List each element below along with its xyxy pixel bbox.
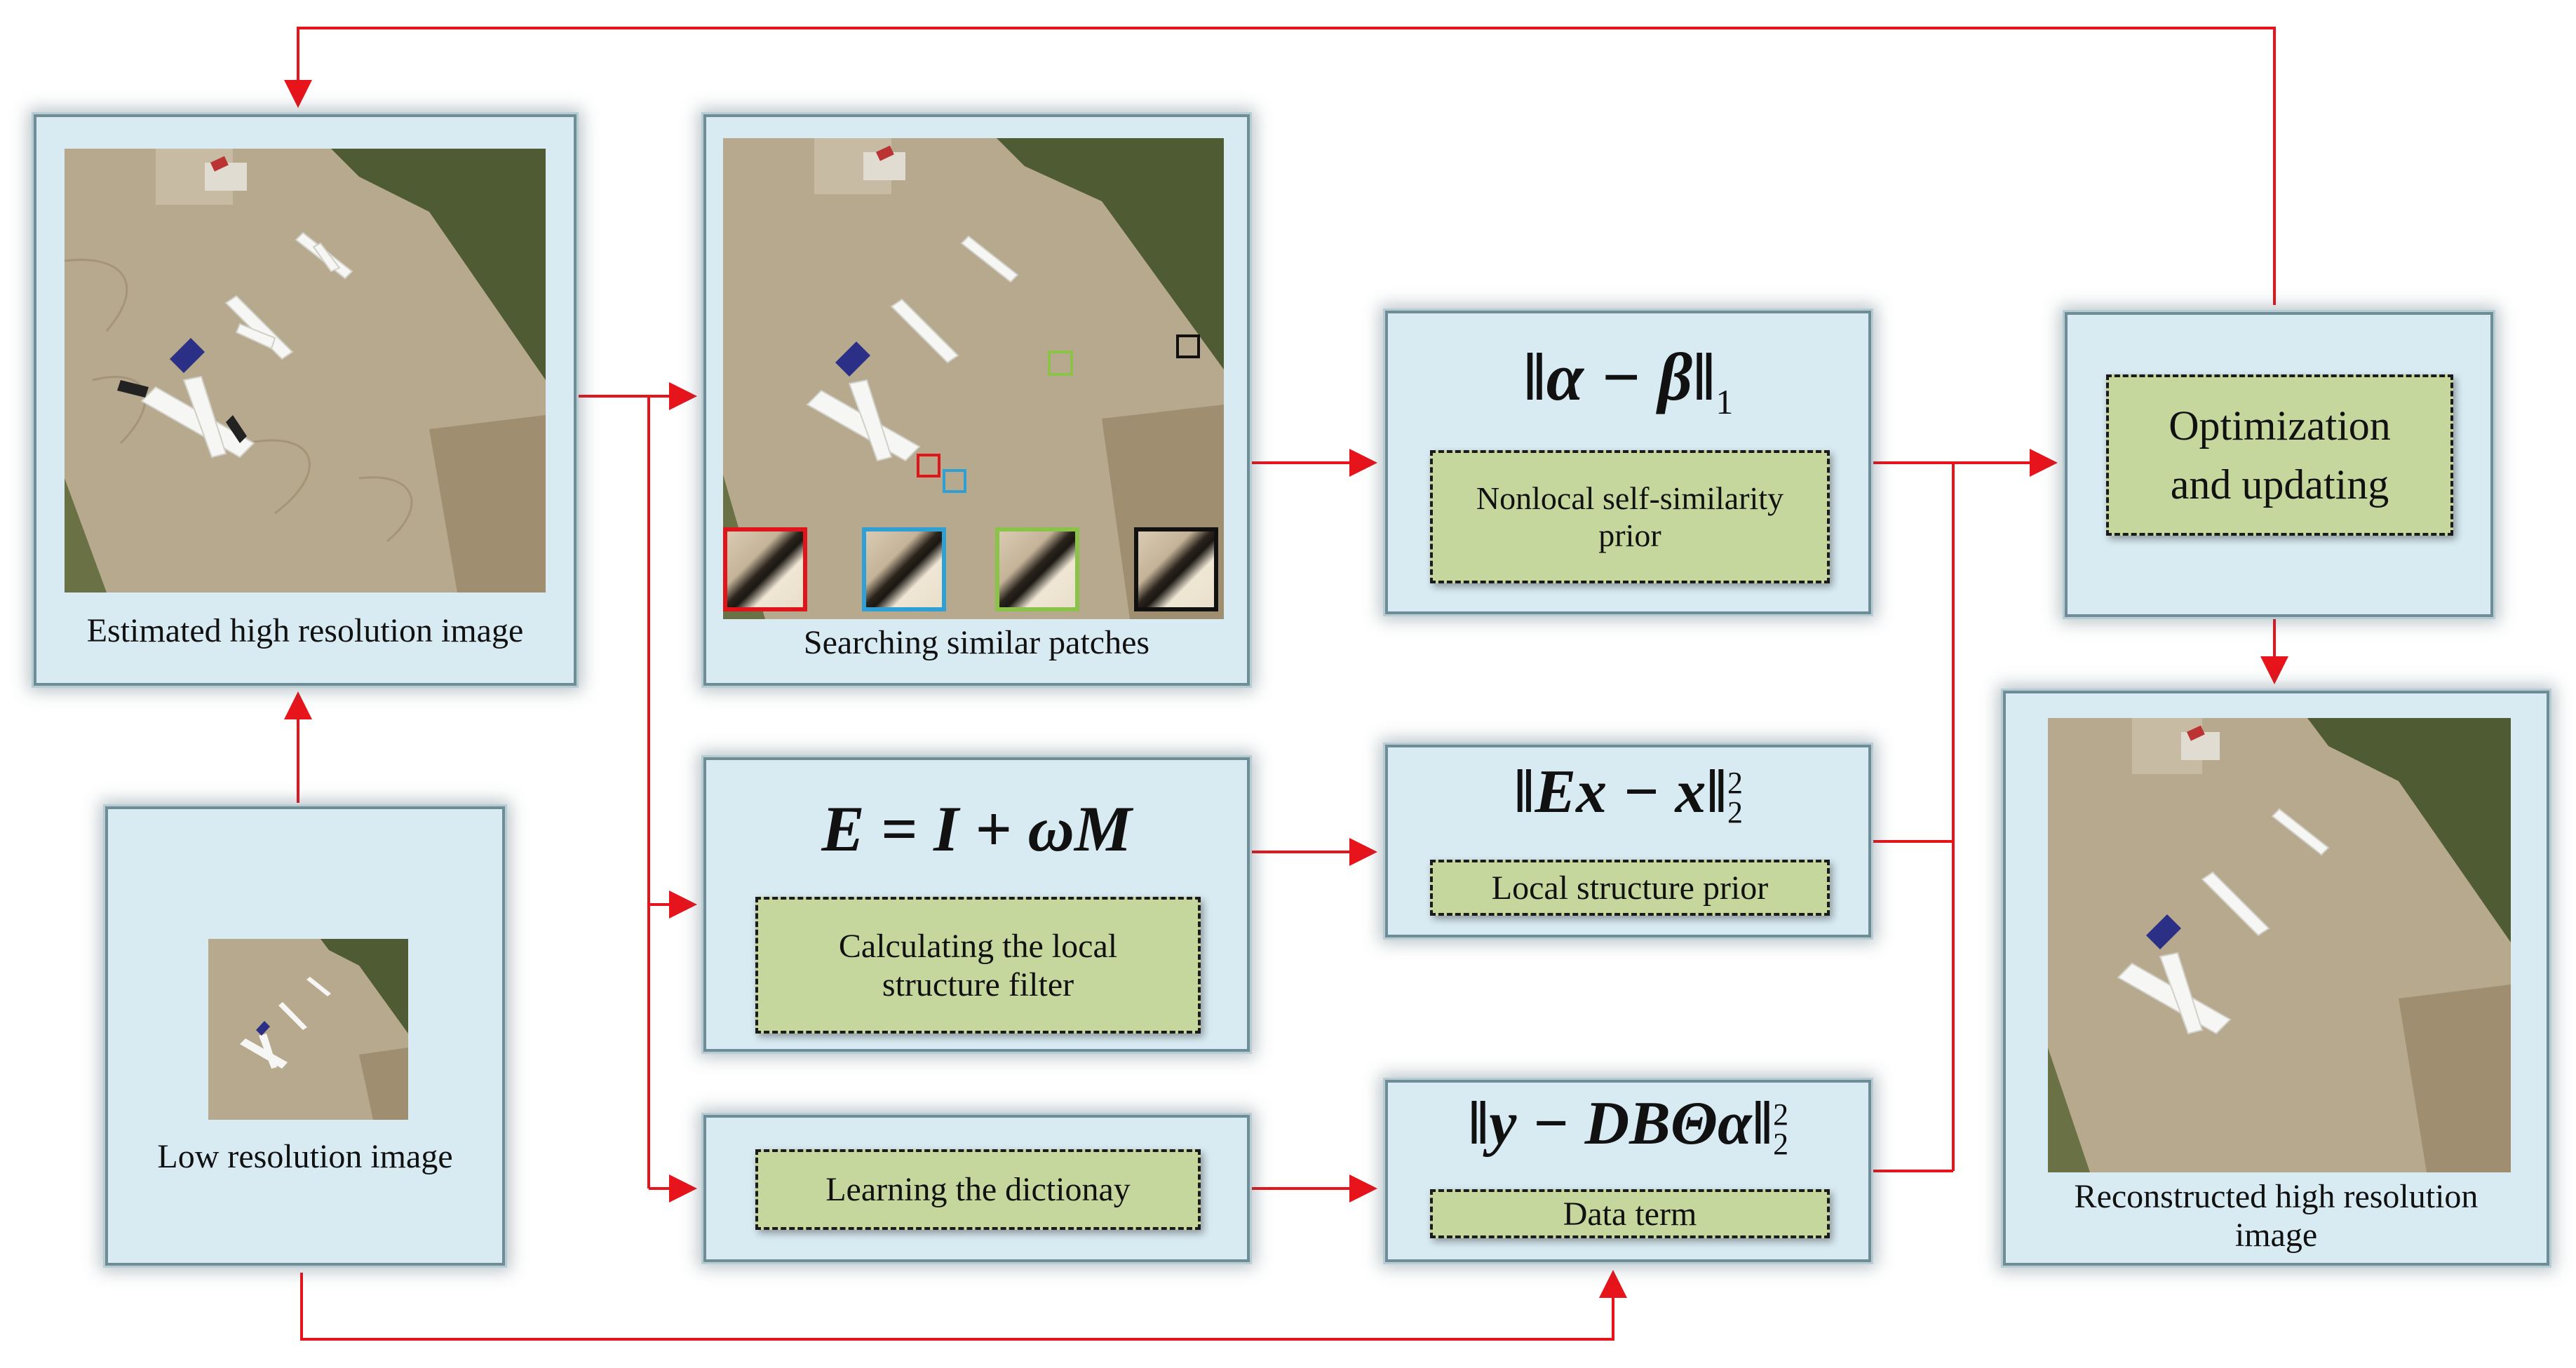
reconstructed-node: Reconstructed high resolution image [2003, 691, 2549, 1266]
reconstructed-caption: Reconstructed high resolution image [2006, 1177, 2547, 1254]
low-res-node: Low resolution image [105, 806, 505, 1266]
lowres-to-dataterm-arrow [300, 1270, 1627, 1341]
airport-aerial-image [65, 149, 546, 592]
optimization-label-line2: and updating [2170, 461, 2389, 508]
local-prior-formula-sub: 2 [1727, 794, 1743, 829]
estimated-hr-photo [65, 149, 546, 592]
nonlocal-label-line1: Nonlocal self-similarity [1476, 480, 1784, 516]
patch-crop-red [723, 527, 807, 611]
dictionary-label: Learning the dictionay [755, 1149, 1201, 1230]
estimated-hr-node: Estimated high resolution image [34, 114, 576, 686]
data-term-formula-main: ‖y − DBΘα‖ [1467, 1090, 1774, 1158]
patch-crop-blue [862, 527, 946, 611]
patch-marker-blue [943, 469, 966, 493]
nonlocal-label: Nonlocal self-similarity prior [1430, 450, 1830, 583]
local-filter-label-line2: structure filter [882, 966, 1074, 1003]
nonlocal-formula: ‖α − β‖1 [1388, 338, 1868, 422]
nonlocal-label-line2: prior [1598, 517, 1661, 553]
patch-marker-green [1048, 351, 1073, 376]
airport-aerial-image-result [2048, 718, 2511, 1172]
estimated-hr-caption: Estimated high resolution image [86, 612, 524, 649]
data-term-formula-sub: 2 [1773, 1126, 1789, 1161]
feedback-arrow [284, 27, 2276, 305]
optimization-label: Optimization and updating [2106, 374, 2453, 536]
dictionary-node: Learning the dictionay [703, 1115, 1250, 1262]
airport-aerial-image-small [208, 939, 408, 1120]
data-term-formula-sup: 2 [1773, 1097, 1789, 1132]
nonlocal-prior-node: ‖α − β‖1 Nonlocal self-similarity prior [1385, 311, 1871, 614]
local-filter-label: Calculating the local structure filter [755, 897, 1201, 1034]
patch-crop-green [995, 527, 1079, 611]
searching-caption: Searching similar patches [803, 624, 1150, 661]
patch-crop-black [1134, 527, 1218, 611]
nonlocal-formula-sub: 1 [1715, 382, 1734, 422]
local-prior-formula-sup: 2 [1727, 766, 1743, 800]
reconstructed-photo [2048, 718, 2511, 1172]
low-res-photo [208, 939, 408, 1120]
patch-marker-red [917, 454, 940, 478]
patch-marker-black [1176, 334, 1200, 358]
local-prior-formula-main: ‖Ex − x‖ [1513, 758, 1727, 826]
low-res-caption: Low resolution image [157, 1138, 453, 1175]
reconstructed-caption-line2: image [2234, 1217, 2318, 1254]
optimization-label-line1: Optimization [2169, 402, 2391, 449]
data-term-label: Data term [1430, 1189, 1830, 1238]
local-prior-label: Local structure prior [1430, 860, 1830, 916]
local-filter-formula: E = I + ωM [821, 793, 1132, 865]
local-filter-label-line1: Calculating the local [838, 927, 1118, 965]
searching-node: Searching similar patches [703, 114, 1250, 686]
reconstructed-caption-line1: Reconstructed high resolution [2074, 1178, 2479, 1215]
nonlocal-formula-main: ‖α − β‖ [1523, 339, 1716, 414]
local-filter-node: E = I + ωM Calculating the local structu… [703, 757, 1250, 1052]
optimization-node: Optimization and updating [2065, 312, 2493, 617]
